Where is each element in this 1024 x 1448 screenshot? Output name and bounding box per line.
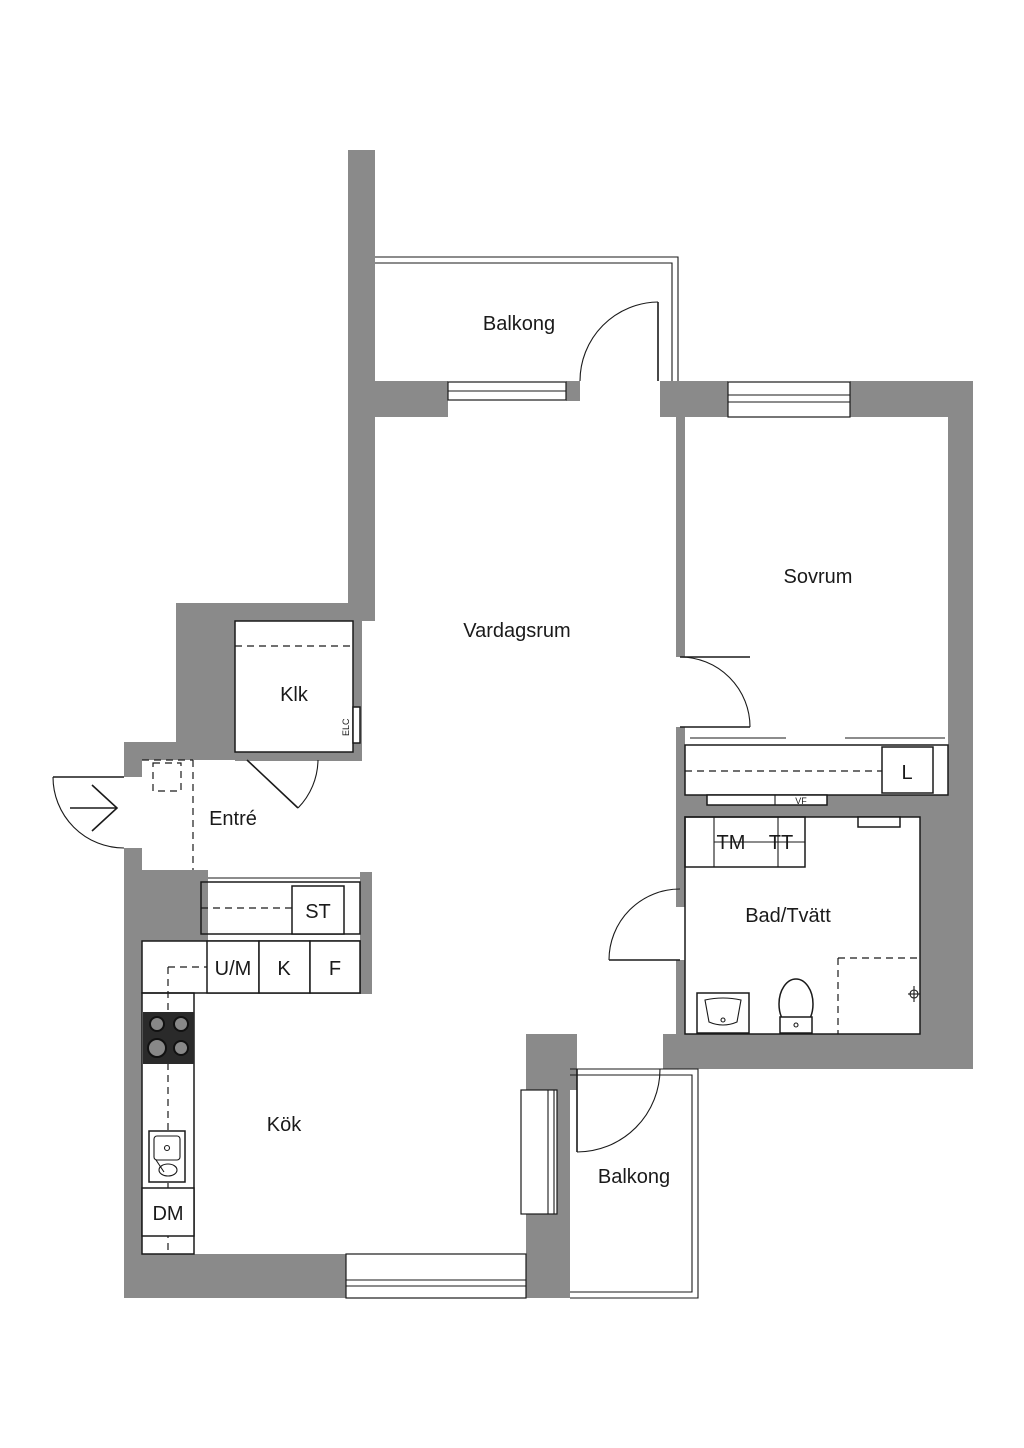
um-label: U/M	[215, 958, 252, 980]
balcony-bottom-outline	[570, 1068, 699, 1299]
label-balkong-bottom: Balkong	[598, 1166, 670, 1188]
balconies	[375, 256, 699, 1299]
label-klk: Klk	[280, 684, 309, 706]
label-kok: Kök	[267, 1114, 302, 1136]
wall-living-left	[348, 150, 375, 605]
f-label: F	[329, 958, 341, 980]
wall-bath-bottom	[663, 1034, 973, 1069]
wall-entry-bottom	[142, 870, 208, 941]
wall-klk-right	[353, 603, 362, 758]
wall-entry-top	[124, 742, 235, 760]
wall-klk-left	[176, 603, 235, 760]
l-cabinet	[881, 746, 934, 794]
windows	[345, 381, 851, 1299]
label-balkong-top: Balkong	[483, 313, 555, 335]
klk-room	[234, 620, 354, 753]
elc-label: ELC	[341, 718, 351, 736]
st-cabinet	[291, 885, 345, 935]
toilet-icon	[778, 978, 814, 1034]
wall-entry-left-lower	[124, 848, 142, 1298]
wall-partition-bedroom	[676, 417, 685, 657]
label-entre: Entré	[209, 808, 257, 830]
window-kitchen-bottom	[345, 1253, 527, 1299]
label-sovrum: Sovrum	[784, 566, 853, 588]
balcony-top-outline	[375, 256, 679, 381]
doors	[52, 301, 751, 1153]
door-klk	[246, 759, 299, 809]
walls	[124, 150, 973, 1298]
window-bedroom-top	[727, 381, 851, 418]
tm-label: TM	[717, 832, 746, 854]
wall-entry-left-upper	[124, 742, 142, 777]
room-labels: Balkong Vardagsrum Sovrum Klk Entré Bad/…	[209, 313, 852, 1188]
wall-top-left	[348, 381, 448, 417]
um-cabinet	[206, 940, 260, 994]
wall-klk-bottom	[235, 752, 362, 761]
arrow-right-icon	[70, 784, 119, 832]
shower-tap-icon	[908, 986, 920, 1002]
vf-label: VF	[795, 796, 807, 806]
label-bad-tvatt: Bad/Tvätt	[745, 905, 831, 927]
tt-label: TT	[769, 832, 793, 854]
vf-unit	[706, 794, 828, 806]
f-cabinet	[309, 940, 361, 994]
washbasin-icon	[696, 992, 750, 1034]
wall-st-right	[360, 872, 372, 994]
sink-icon	[148, 1130, 186, 1183]
wall-top-right	[660, 381, 728, 417]
k-label: K	[277, 958, 291, 980]
wall-partition-bath-lower	[676, 960, 685, 1040]
wall-top-mid	[566, 381, 580, 401]
bath-vent	[857, 816, 901, 828]
elc-panel	[352, 706, 361, 744]
window-kitchen-right	[520, 1089, 558, 1215]
label-vardagsrum: Vardagsrum	[463, 620, 570, 642]
stove-icon	[143, 1012, 194, 1064]
dm-label: DM	[152, 1203, 183, 1225]
wall-bath-left-bottom	[663, 1034, 698, 1069]
l-label: L	[901, 762, 912, 784]
wall-kitchen-bottom	[124, 1254, 346, 1298]
st-label: ST	[305, 901, 331, 923]
wall-bath-right	[920, 795, 973, 1069]
dm-cabinet	[141, 1187, 195, 1237]
